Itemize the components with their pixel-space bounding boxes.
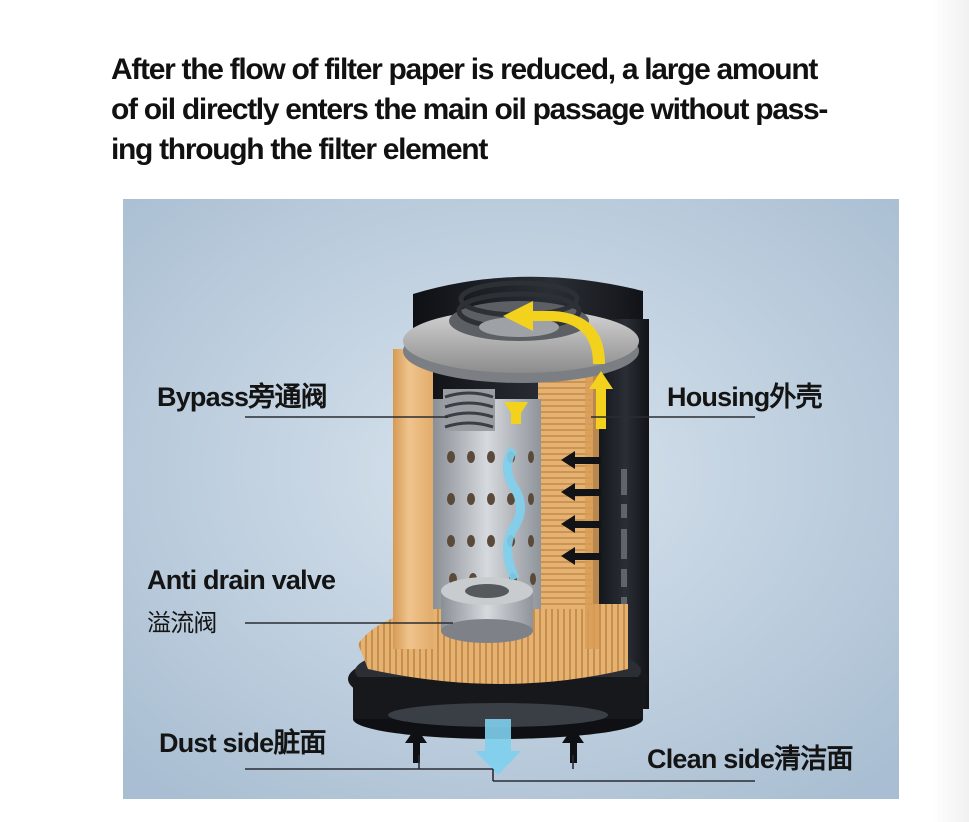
- dust-flow-arrows: [561, 451, 601, 565]
- heading-line-3: ing through the filter element: [111, 133, 488, 166]
- anti-drain-valve-label: Anti drain valve: [147, 565, 336, 595]
- oil-filter-diagram: Bypass旁通阀 Housing外壳 Anti drain valve 溢流阀…: [123, 199, 899, 799]
- heading-line-1: After the flow of filter paper is reduce…: [111, 53, 818, 86]
- anti-drain-valve: [441, 577, 533, 643]
- anti-drain-valve-label-cn: 溢流阀: [147, 610, 217, 637]
- bypass-flow-arrows: [503, 301, 613, 429]
- heading: After the flow of filter paper is reduce…: [111, 50, 931, 170]
- clean-side-label: Clean side清洁面: [647, 744, 853, 774]
- bypass-valve: [443, 389, 495, 431]
- leader-lines: [245, 416, 755, 782]
- dust-side-label: Dust side脏面: [159, 728, 327, 758]
- clean-flow-arrows: [475, 446, 525, 775]
- heading-line-2: of oil directly enters the main oil pass…: [111, 93, 828, 126]
- bypass-label: Bypass旁通阀: [157, 382, 328, 412]
- filter-paper-left: [393, 349, 433, 649]
- page-edge-shade: [932, 0, 969, 822]
- housing-label: Housing外壳: [667, 382, 823, 412]
- filter-paper-right: [538, 349, 593, 609]
- oil-filter-illustration: [123, 199, 899, 799]
- inlet-arrows: [405, 727, 584, 763]
